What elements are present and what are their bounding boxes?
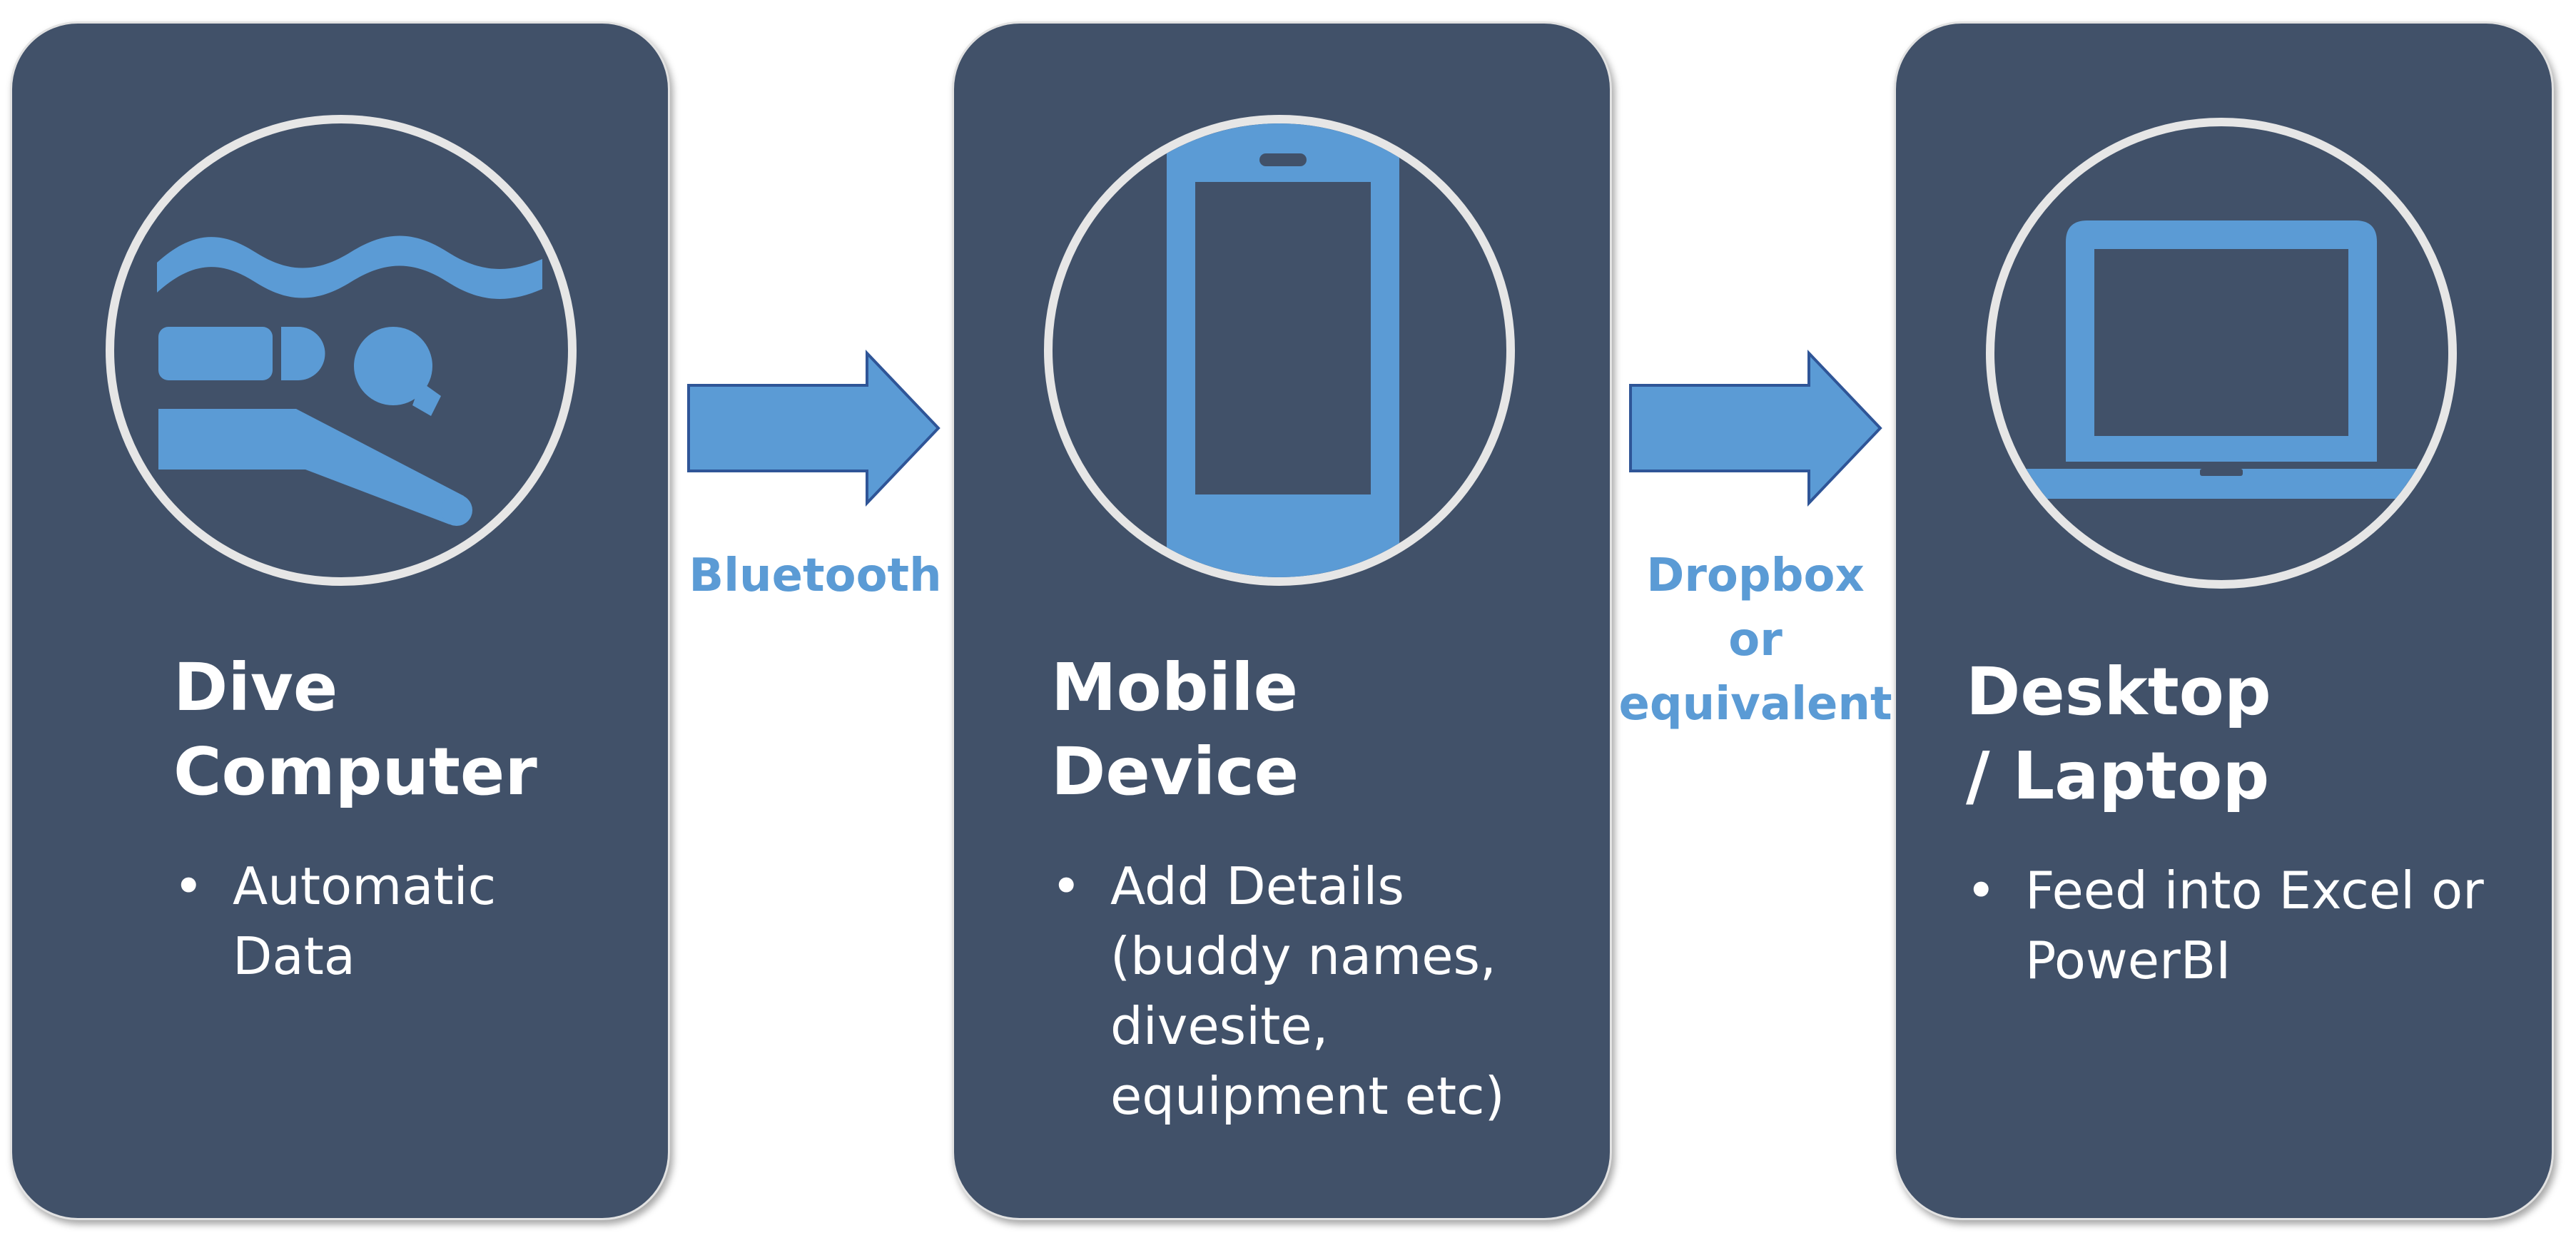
bullet-line: Feed into Excel or: [2025, 861, 2484, 920]
connector-label-line: equivalent: [1618, 678, 1892, 731]
stage-title-line: Device: [1051, 734, 1299, 810]
bullet-line: PowerBI: [2025, 930, 2231, 990]
stage-title: Dive Computer: [173, 646, 537, 814]
bullet-line: Add Details: [1110, 856, 1404, 916]
bullet-line: equipment etc): [1110, 1066, 1505, 1126]
stage-title-line: Dive: [173, 649, 338, 726]
laptop-icon: [1994, 220, 2448, 499]
connector-label-line: Dropbox: [1646, 549, 1865, 602]
stage-card-dive-computer: Dive Computer Automatic Data: [10, 21, 670, 1220]
connector-label-line: Bluetooth: [689, 549, 942, 602]
stage-bullet-list: Add Details (buddy names, divesite, equi…: [1051, 851, 1565, 1131]
smartphone-icon: [1167, 123, 1399, 577]
right-arrow-icon: [1629, 350, 1882, 507]
bullet-line: Data: [233, 926, 355, 986]
icon-circle: [1044, 115, 1515, 586]
connector-label-line: or: [1728, 614, 1783, 666]
stage-bullet-list: Automatic Data: [173, 851, 630, 991]
stage-title-line: Mobile: [1051, 649, 1299, 726]
bullet-line: (buddy names,: [1110, 926, 1496, 986]
diver-icon: [157, 235, 542, 526]
bullet-item: Automatic Data: [173, 851, 630, 991]
stage-bullet-list: Feed into Excel or PowerBI: [1966, 856, 2508, 995]
bullet-item: Add Details (buddy names, divesite, equi…: [1051, 851, 1565, 1131]
connector-label-bluetooth: Bluetooth: [685, 544, 945, 608]
right-arrow-icon: [687, 350, 940, 507]
stage-title: Mobile Device: [1051, 646, 1299, 814]
icon-circle: [106, 115, 577, 586]
stage-card-desktop-laptop: Desktop / Laptop Feed into Excel or Powe…: [1894, 21, 2554, 1220]
bullet-item: Feed into Excel or PowerBI: [1966, 856, 2508, 995]
stage-title: Desktop / Laptop: [1966, 650, 2271, 818]
connector-label-dropbox: Dropbox or equivalent: [1606, 544, 1905, 736]
stage-title-line: Computer: [173, 734, 537, 810]
stage-title-line: Desktop: [1966, 654, 2271, 730]
bullet-line: Automatic: [233, 856, 497, 916]
stage-card-mobile-device: Mobile Device Add Details (buddy names, …: [952, 21, 1612, 1220]
stage-title-line: / Laptop: [1966, 738, 2270, 814]
bullet-line: divesite,: [1110, 996, 1329, 1056]
icon-circle: [1986, 118, 2457, 589]
